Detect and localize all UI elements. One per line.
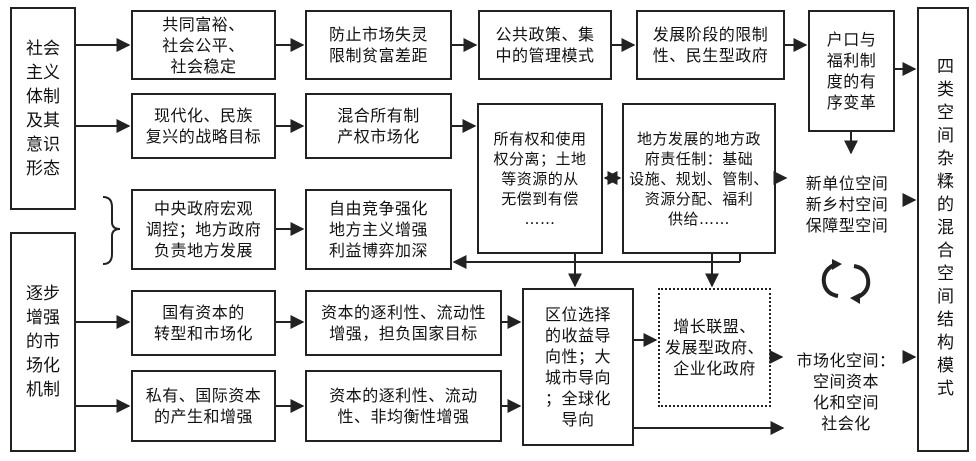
location-selection-box: 区位选择 的收益导 向性；大 城市导向 ；全球化 导向	[522, 288, 634, 446]
mixed-ownership-box: 混合所有制 产权市场化	[305, 93, 452, 159]
market-space-text: 市场化空间： 空间资本 化和空间 社会化	[796, 351, 896, 433]
growth-coalition-box: 增长联盟、 发展型政府、 企业化政府	[658, 288, 771, 407]
local-responsibility-box: 地方发展的地方政 府责任制：基础 设施、规划、管制、 资源分配、福利 供给……	[622, 103, 776, 254]
mixed-space-structure-box: 四类空间杂糅的混合空间结构模式	[917, 7, 969, 452]
macro-control-box: 中央政府宏观 调控；地方政府 负责地方发展	[131, 189, 276, 270]
development-stage-box: 发展阶段的限制 性、民生型政府	[636, 10, 785, 80]
private-capital-box: 私有、国际资本 的产生和增强	[131, 370, 276, 442]
market-mechanism-box: 逐步 增强 的市 场化 机制	[10, 232, 76, 452]
state-capital-box: 国有资本的 转型和市场化	[131, 290, 276, 356]
new-space-text: 新单位空间 新乡村空间 保障型空间	[805, 174, 889, 235]
common-prosperity-box: 共同富裕、 社会公平、 社会稳定	[131, 10, 276, 80]
socialist-system-text: 社会 主义 体制 及其 意识 形态	[26, 38, 60, 179]
prevent-market-failure-box: 防止市场失灵 限制贫富差距	[305, 10, 452, 80]
property-rights-box: 所有权和使用 权分离；土地 等资源的从 无偿到有偿 ……	[477, 103, 603, 254]
market-mechanism-text: 逐步 增强 的市 场化 机制	[26, 284, 60, 400]
capital-profit-state-box: 资本的逐利性、流动性 增强，担负国家目标	[305, 290, 502, 356]
hukou-welfare-box: 户口与 福利制 度的有 序变革	[808, 10, 895, 132]
capital-profit-uneven-box: 资本的逐利性、流动 性、非均衡性增强	[305, 370, 502, 442]
free-competition-box: 自由竞争强化 地方主义增强 利益博弈加深	[305, 189, 452, 270]
public-policy-box: 公共政策、集 中的管理模式	[478, 10, 612, 80]
socialist-system-box: 社会 主义 体制 及其 意识 形态	[10, 7, 76, 210]
modernization-goal-box: 现代化、民族 复兴的战略目标	[131, 93, 276, 159]
mixed-space-structure-text: 四类空间杂糅的混合空间结构模式	[933, 57, 953, 402]
cycle-arrows-icon	[821, 262, 871, 300]
